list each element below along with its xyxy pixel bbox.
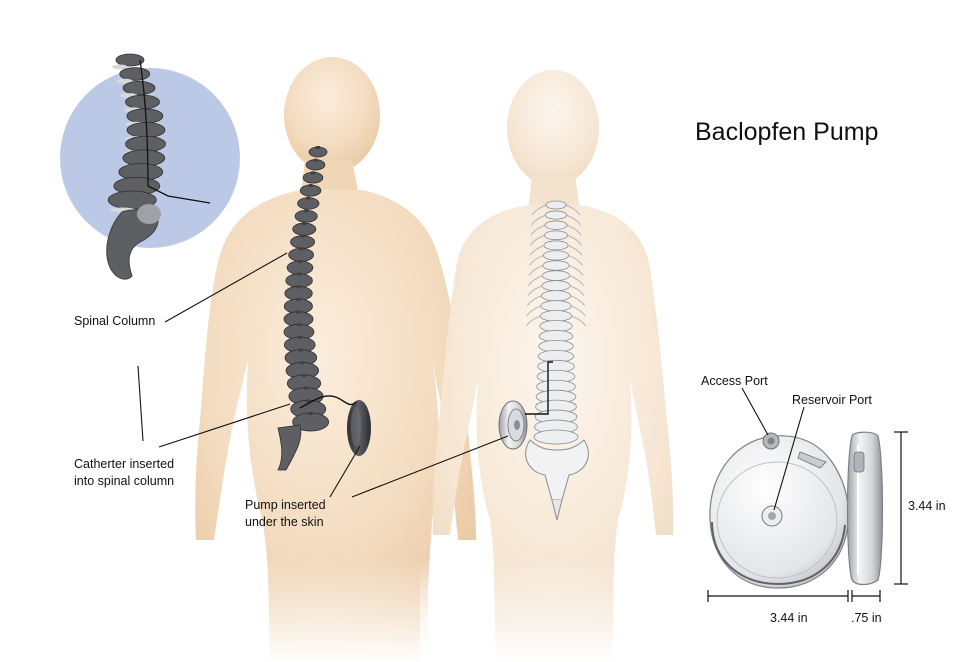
back-vertebra-process — [304, 209, 309, 213]
front-vertebra — [533, 429, 579, 445]
back-vertebra-process — [299, 247, 304, 251]
back-vertebra-process — [298, 348, 303, 352]
label-reservoir-port: Reservoir Port — [792, 393, 872, 407]
front-vertebra — [543, 240, 569, 251]
front-vertebra — [545, 200, 567, 210]
catheter-front — [525, 361, 553, 415]
front-vertebra — [544, 220, 568, 230]
leader-catheter — [158, 403, 291, 448]
leader-lines — [137, 252, 509, 498]
inset-disc — [112, 64, 128, 70]
inset-vertebra — [125, 135, 166, 153]
front-rib — [526, 305, 586, 317]
label-catheter-line1: Catherter inserted — [74, 457, 175, 471]
front-rib — [527, 285, 585, 296]
inset-vertebra — [115, 53, 145, 67]
back-vertebra-process — [297, 336, 302, 339]
back-vertebra-process — [297, 272, 302, 276]
spine-closeup-inset — [60, 53, 240, 280]
inset-vertebra — [125, 94, 160, 110]
leader-vertical-tick — [137, 365, 144, 442]
front-rib — [530, 234, 582, 246]
front-rib — [530, 224, 582, 236]
front-rib — [529, 255, 583, 266]
front-vertebra — [540, 300, 572, 312]
back-vertebra-process — [308, 184, 313, 187]
front-vertebra — [539, 320, 573, 333]
front-rib — [531, 204, 581, 216]
back-vertebra-process — [310, 171, 315, 175]
pump-detail-side — [846, 431, 884, 586]
back-view-figure — [190, 57, 490, 662]
back-vertebra-process — [296, 323, 301, 327]
front-pelvis — [525, 439, 589, 521]
front-vertebra — [539, 310, 573, 322]
leader-pump-back — [329, 445, 361, 498]
label-pump-line2: under the skin — [245, 515, 324, 529]
front-vertebra — [544, 230, 568, 241]
front-spine — [525, 200, 587, 445]
label-catheter-line2: into spinal column — [74, 474, 175, 488]
implanted-pump-front — [498, 400, 528, 450]
back-vertebra-process — [297, 260, 302, 263]
back-vertebra-process — [308, 412, 313, 415]
back-vertebra-process — [304, 386, 309, 390]
label-catheter: Catherter inserted into spinal column — [74, 456, 174, 490]
back-vertebra-process — [300, 361, 305, 365]
leader-pump-front — [351, 435, 509, 498]
front-vertebra — [540, 290, 572, 302]
label-spinal-column: Spinal Column — [74, 314, 156, 328]
back-vertebra-process — [302, 222, 307, 225]
back-spine — [277, 146, 330, 471]
catheter-back — [299, 395, 357, 409]
back-vertebra-process — [302, 374, 307, 377]
implanted-pump-back — [347, 400, 371, 456]
back-vertebra-process — [316, 146, 320, 149]
front-vertebra — [542, 250, 570, 261]
dimension-lines — [707, 431, 908, 602]
back-vertebra-process — [296, 298, 301, 301]
label-dimension-depth: .75 in — [851, 611, 882, 625]
leader-spinal-column — [164, 252, 288, 323]
back-vertebra-process — [296, 310, 301, 314]
back-vertebra-process — [296, 285, 301, 289]
back-vertebra — [286, 260, 314, 275]
back-vertebra-process — [313, 158, 318, 162]
front-rib — [529, 244, 583, 256]
front-rib — [531, 214, 581, 226]
front-vertebra — [545, 210, 567, 220]
front-vertebra — [541, 280, 571, 292]
leader-reservoir-port — [773, 406, 805, 511]
label-access-port: Access Port — [701, 374, 768, 388]
label-pump: Pump inserted under the skin — [245, 497, 326, 531]
front-rib — [528, 265, 584, 276]
label-dimension-width: 3.44 in — [770, 611, 808, 625]
label-dimension-height: 3.44 in — [908, 499, 946, 513]
back-vertebra-process — [306, 196, 311, 200]
diagram-title: Baclopfen Pump — [695, 118, 879, 146]
back-vertebra-process — [306, 399, 311, 403]
front-rib — [528, 275, 584, 286]
label-pump-line1: Pump inserted — [245, 498, 326, 512]
back-vertebra-process — [300, 234, 305, 238]
pump-detail-front — [709, 432, 849, 589]
inset-vertebra — [122, 81, 156, 96]
back-sacrum — [277, 424, 302, 471]
leader-access-port — [741, 387, 769, 436]
inset-vertebra — [119, 67, 151, 81]
front-rib — [525, 315, 587, 327]
front-rib — [526, 295, 586, 307]
front-vertebra — [541, 270, 571, 281]
front-vertebra — [542, 260, 570, 271]
